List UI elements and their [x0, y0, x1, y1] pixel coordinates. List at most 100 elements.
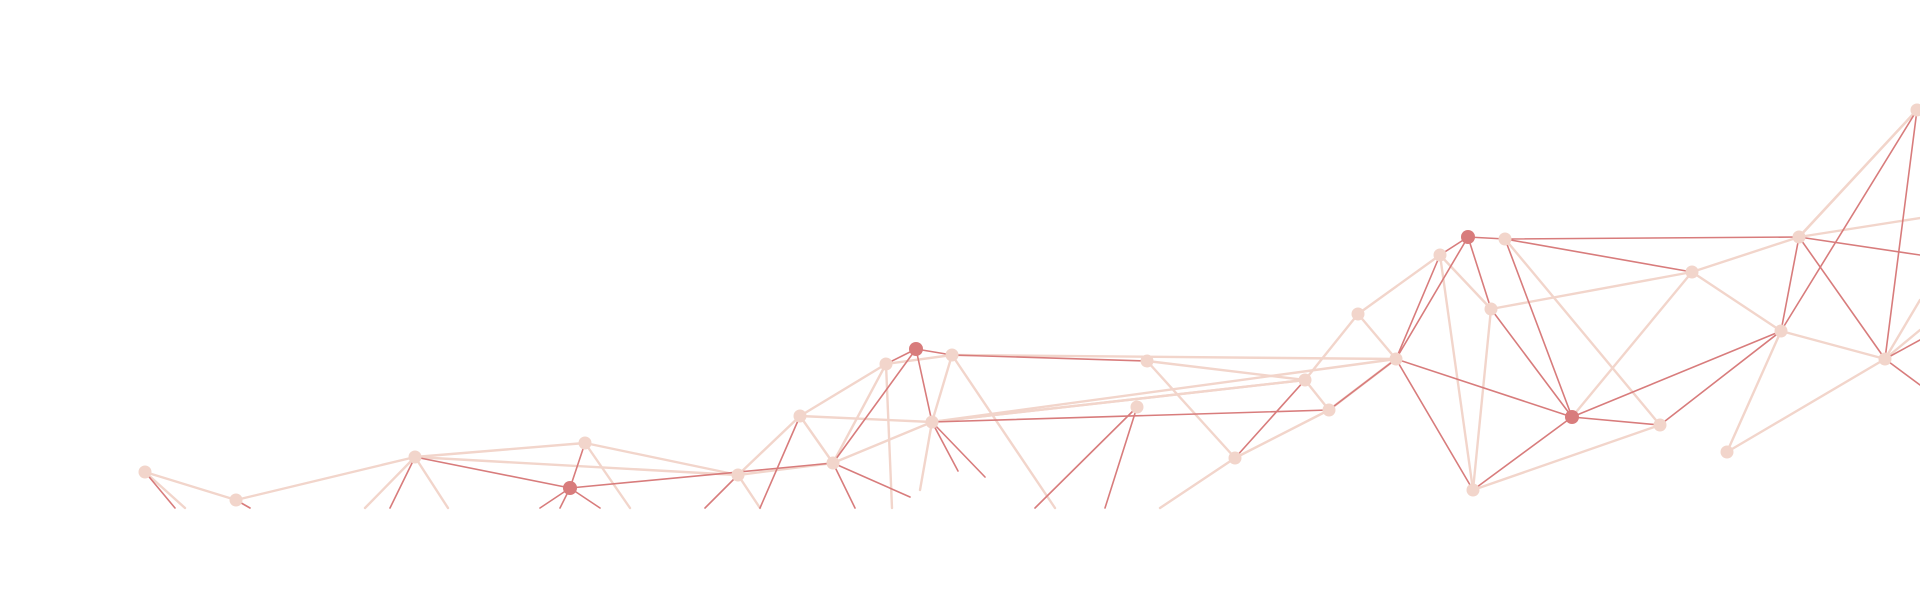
- network-edge: [798, 362, 888, 418]
- network-edge: [1328, 358, 1397, 411]
- network-edge: [951, 354, 1148, 362]
- network-node: [1130, 400, 1144, 414]
- network-node: [945, 348, 959, 362]
- network-node: [1685, 265, 1699, 279]
- network-edge: [1504, 236, 1800, 240]
- network-node: [1484, 302, 1498, 316]
- network-edge-tail: [1104, 406, 1138, 509]
- network-edge: [583, 441, 740, 477]
- network-edge: [1884, 109, 1918, 360]
- network-edge: [1395, 254, 1441, 360]
- network-edge-tail: [1158, 456, 1237, 510]
- network-edge: [1780, 109, 1918, 332]
- network-edge: [1504, 238, 1693, 273]
- network-edge: [1797, 108, 1919, 239]
- network-edge: [1438, 253, 1493, 311]
- network-node: [793, 409, 807, 423]
- network-edge: [1356, 312, 1398, 361]
- network-node: [408, 450, 422, 464]
- network-edge-tail: [832, 462, 856, 509]
- network-edge: [1489, 270, 1694, 311]
- network-edge-tail: [931, 421, 959, 472]
- network-edge: [1395, 358, 1573, 418]
- network-edge: [1471, 307, 1493, 492]
- network-node: [1298, 373, 1312, 387]
- network-edge: [1472, 416, 1573, 491]
- network-node: [1653, 418, 1667, 432]
- network-edge: [736, 414, 802, 477]
- network-edge: [1571, 416, 1661, 426]
- network-edge: [1780, 236, 1800, 332]
- network-edge: [930, 353, 954, 424]
- network-node-accent: [563, 481, 577, 495]
- network-edge-tail: [1883, 298, 1920, 361]
- network-nodes: [138, 103, 1920, 507]
- network-node: [229, 493, 243, 507]
- network-edge: [1395, 358, 1474, 491]
- network-edge: [832, 348, 917, 464]
- network-node: [1720, 445, 1734, 459]
- network-edge: [413, 441, 587, 459]
- network-edge: [143, 470, 238, 502]
- network-edge: [1690, 235, 1801, 274]
- network-node: [1878, 352, 1892, 366]
- network-node-accent: [909, 342, 923, 356]
- network-node: [1498, 232, 1512, 246]
- network-edge: [1570, 270, 1694, 419]
- network-node: [731, 468, 745, 482]
- network-node: [1466, 483, 1480, 497]
- network-edge: [831, 420, 934, 465]
- network-node: [925, 415, 939, 429]
- network-edge: [569, 442, 586, 489]
- network-edge-tail: [389, 456, 416, 509]
- network-edge: [1798, 236, 1886, 360]
- network-edge-tail: [1884, 339, 1920, 360]
- network-edge: [915, 348, 933, 423]
- network-node: [826, 456, 840, 470]
- network-edge: [414, 456, 571, 489]
- network-edge: [1504, 238, 1573, 418]
- network-node: [1228, 451, 1242, 465]
- network-edge-tail: [1884, 358, 1920, 386]
- network-edges: [143, 108, 1920, 510]
- network-edge: [1725, 357, 1887, 454]
- network-edge: [1490, 308, 1573, 418]
- network-node: [1910, 103, 1920, 117]
- network-edge-tail: [832, 462, 911, 498]
- network-edge: [1395, 236, 1469, 360]
- network-node: [1140, 354, 1154, 368]
- network-edge: [1659, 330, 1782, 426]
- network-node-accent: [1461, 230, 1475, 244]
- network-edge: [930, 378, 1307, 424]
- network-node: [1351, 307, 1365, 321]
- network-edge-tail: [1883, 328, 1920, 361]
- network-edge-tail: [704, 474, 739, 509]
- network-node: [1322, 403, 1336, 417]
- network-node-accent: [1565, 410, 1579, 424]
- network-edge: [1145, 359, 1307, 382]
- network-edge: [798, 414, 835, 465]
- network-edge-tail: [583, 441, 632, 510]
- network-edge-tail: [1798, 236, 1920, 256]
- network-node: [879, 357, 893, 371]
- network-edge-tail: [1034, 406, 1138, 509]
- network-node: [1774, 324, 1788, 338]
- network-edge-tail: [759, 415, 801, 509]
- network-node: [1433, 248, 1447, 262]
- network-edge-tail: [918, 420, 934, 492]
- network-edge: [1779, 329, 1887, 361]
- network-edge: [234, 455, 417, 502]
- network-edge: [831, 362, 888, 465]
- network-edge: [1725, 329, 1783, 454]
- network-edge-tail: [931, 421, 986, 478]
- network-edge: [1471, 423, 1662, 492]
- network-edge: [1234, 379, 1306, 459]
- network-edge: [1438, 253, 1475, 492]
- network-edge: [1233, 408, 1331, 460]
- network-node: [578, 436, 592, 450]
- network-edge-tail: [1797, 216, 1920, 239]
- network-node: [1792, 230, 1806, 244]
- network-edge: [931, 409, 1330, 423]
- network-edge-tail: [413, 455, 450, 510]
